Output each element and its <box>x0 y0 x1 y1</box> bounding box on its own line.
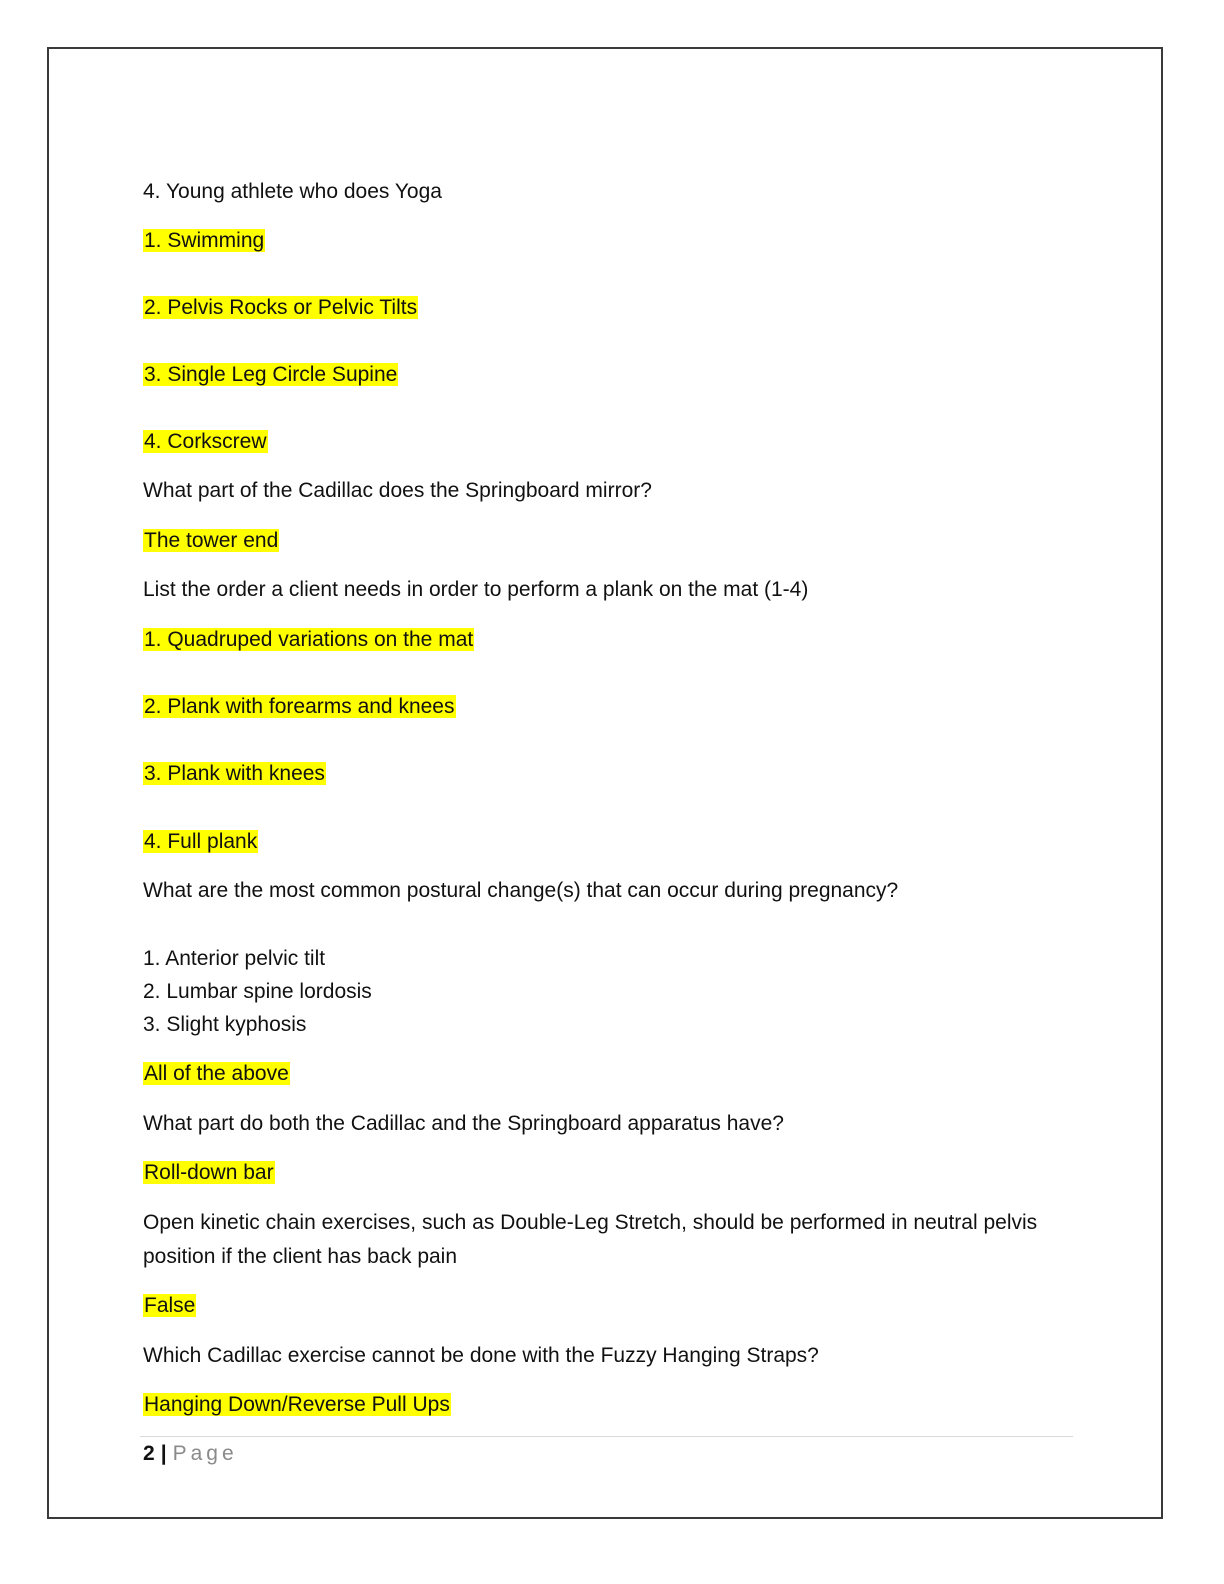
highlighted-answer: 1. Quadruped variations on the mat <box>143 628 475 651</box>
answer-line: The tower end <box>143 527 280 555</box>
highlighted-answer: False <box>143 1294 197 1317</box>
answer-line: All of the above <box>143 1060 290 1088</box>
answer-line: 3. Single Leg Circle Supine <box>143 361 399 389</box>
highlighted-answer: 3. Single Leg Circle Supine <box>143 363 399 386</box>
answer-line: 2. Pelvis Rocks or Pelvic Tilts <box>143 294 419 322</box>
highlighted-answer: Roll-down bar <box>143 1161 275 1184</box>
footer-separator: | <box>160 1442 167 1465</box>
highlighted-answer: 2. Pelvis Rocks or Pelvic Tilts <box>143 296 419 319</box>
highlighted-answer: 4. Full plank <box>143 830 259 853</box>
answer-line: 4. Corkscrew <box>143 428 268 456</box>
highlighted-answer: All of the above <box>143 1062 290 1085</box>
footer-divider <box>140 1436 1073 1437</box>
answer-line: Roll-down bar <box>143 1159 275 1187</box>
page-border <box>47 47 1163 1519</box>
answer-line: False <box>143 1292 197 1320</box>
answer-line: 1. Swimming <box>143 227 266 255</box>
highlighted-answer: 3. Plank with knees <box>143 762 326 785</box>
highlighted-answer: Hanging Down/Reverse Pull Ups <box>143 1393 451 1416</box>
question-line: What are the most common postural change… <box>143 879 899 902</box>
question-line: List the order a client needs in order t… <box>143 578 809 601</box>
highlighted-answer: 1. Swimming <box>143 229 266 252</box>
list-item: 1. Anterior pelvic tilt <box>143 947 326 970</box>
answer-line: Hanging Down/Reverse Pull Ups <box>143 1391 451 1419</box>
question-line: What part do both the Cadillac and the S… <box>143 1112 784 1135</box>
question-line: What part of the Cadillac does the Sprin… <box>143 479 652 502</box>
page-footer: 2|Page <box>143 1440 238 1468</box>
question-line: Which Cadillac exercise cannot be done w… <box>143 1344 819 1367</box>
question-line: Open kinetic chain exercises, such as Do… <box>143 1211 1038 1268</box>
list-item: 2. Lumbar spine lordosis <box>143 980 372 1003</box>
answer-line: 4. Full plank <box>143 828 259 856</box>
highlighted-answer: The tower end <box>143 529 280 552</box>
answer-line: 3. Plank with knees <box>143 760 326 788</box>
answer-line: 1. Quadruped variations on the mat <box>143 626 475 654</box>
text-line: 4. Young athlete who does Yoga <box>143 180 442 203</box>
answer-line: 2. Plank with forearms and knees <box>143 693 456 721</box>
highlighted-answer: 2. Plank with forearms and knees <box>143 695 456 718</box>
list-item: 3. Slight kyphosis <box>143 1013 307 1036</box>
highlighted-answer: 4. Corkscrew <box>143 430 268 453</box>
page-number: 2 <box>143 1442 155 1465</box>
page-label: Page <box>172 1442 238 1465</box>
